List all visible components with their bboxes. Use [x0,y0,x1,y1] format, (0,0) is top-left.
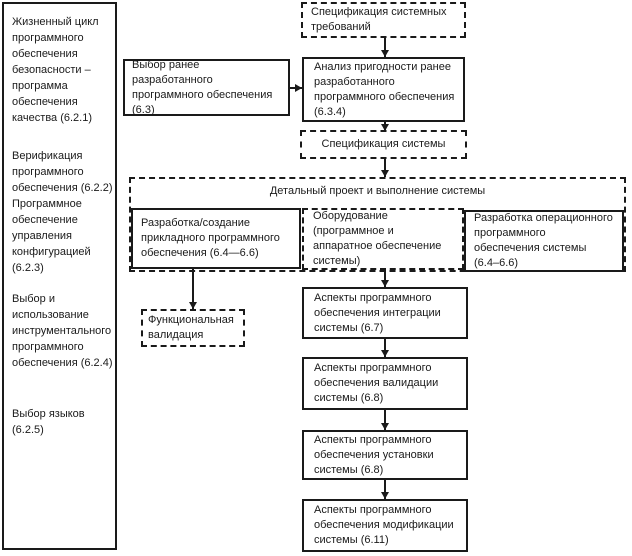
sidebar-item-quality-program: Жизненный цикл программного обеспечения … [12,16,99,124]
arrow-validation-to-install [384,410,386,430]
node-validation-aspects: Аспекты программного обеспечения валидац… [302,357,468,410]
node-label: Аспекты программного обеспечения модифик… [314,504,454,546]
arrow-install-to-modification [384,480,386,499]
node-suitability-analysis: Анализ пригодности ранее разработанного … [302,57,465,122]
arrow-integration-to-validation [384,339,386,357]
node-functional-validation: Функциональная валидация [141,309,245,347]
sidebar-item-verification: Верификация программного обеспечения (6.… [12,150,113,194]
node-label: Разработка/создание прикладного программ… [141,217,280,259]
node-label: Выбор ранее разработанного программного … [132,58,273,116]
node-operational-software-development: Разработка операционного программного об… [464,210,624,272]
lifecycle-activities-panel: Жизненный цикл программного обеспечения … [2,2,117,550]
node-system-requirements-spec: Спецификация системных требований [301,2,466,38]
arrow-sysspec-to-container [384,159,386,177]
node-integration-aspects: Аспекты программного обеспечения интегра… [302,287,468,339]
sidebar-item-tool-selection: Выбор и использование инструментального … [12,293,113,369]
arrow-appsw-to-funcval [192,269,194,309]
node-label: Анализ пригодности ранее разработанного … [314,60,455,118]
node-select-reused-software: Выбор ранее разработанного программного … [123,59,290,116]
arrow-equipment-to-integration [384,270,386,287]
sidebar-item-language-selection: Выбор языков (6.2.5) [12,408,85,436]
sidebar-item-configuration-management: Программное обеспечение управления конфи… [12,198,91,274]
node-modification-aspects: Аспекты программного обеспечения модифик… [302,499,468,552]
node-label: Разработка операционного программного об… [474,212,613,269]
node-label: Спецификация системных требований [311,6,447,33]
node-system-spec: Спецификация системы [300,130,467,159]
node-label: Оборудование (программное и аппаратное о… [313,210,442,267]
node-label: Функциональная валидация [148,314,234,341]
node-label: Аспекты программного обеспечения установ… [314,433,434,476]
node-label: Спецификация системы [321,138,446,150]
node-label: Аспекты программного обеспечения валидац… [314,362,439,404]
arrow-select-to-analysis [289,87,302,89]
node-installation-aspects: Аспекты программного обеспечения установ… [302,430,468,480]
node-application-software-development: Разработка/создание прикладного программ… [131,208,301,269]
arrow-specreq-to-analysis [384,38,386,57]
arrow-analysis-to-sysspec [384,122,386,131]
detailed-design-title: Детальный проект и выполнение системы [269,185,486,197]
node-label: Аспекты программного обеспечения интегра… [314,291,441,334]
node-equipment: Оборудование (программное и аппаратное о… [302,208,464,270]
